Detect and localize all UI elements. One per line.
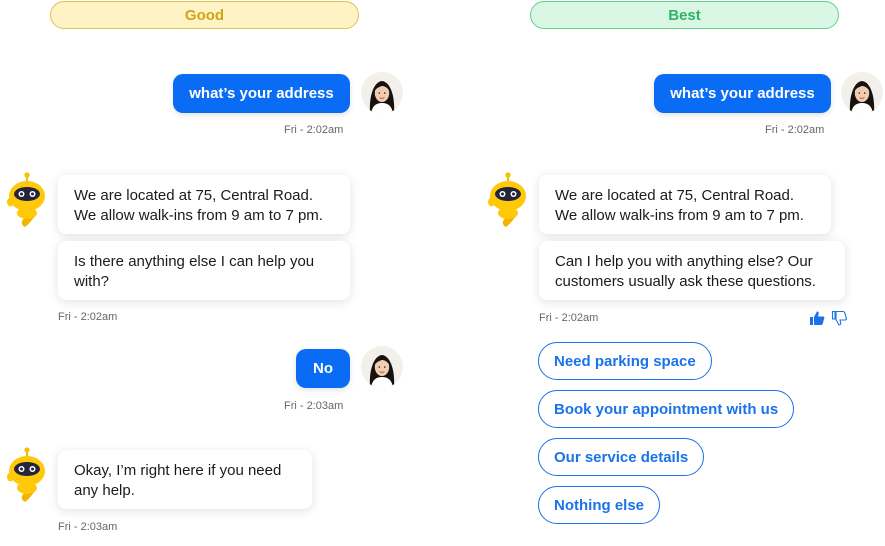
bot-avatar xyxy=(5,172,49,228)
user-avatar xyxy=(361,346,403,388)
bot-avatar xyxy=(5,447,49,503)
option-nothing-else[interactable]: Nothing else xyxy=(538,486,661,524)
option-need-parking-space[interactable]: Need parking space xyxy=(538,342,712,380)
best-bot-message-1a-text: We are located at 75, Central Road. We a… xyxy=(555,187,804,224)
good-bot-message-1b: Is there anything else I can help you wi… xyxy=(58,241,350,300)
good-bot-message-2-text: Okay, I’m right here if you need any hel… xyxy=(74,462,282,499)
good-header-label: Good xyxy=(184,6,225,24)
option-label: Book your appointment with us xyxy=(554,400,779,418)
good-timestamp-1: Fri - 2:02am xyxy=(284,124,344,136)
best-timestamp-2: Fri - 2:02am xyxy=(539,312,599,324)
user-avatar xyxy=(361,72,403,114)
best-header-label: Best xyxy=(668,6,701,24)
best-bot-message-1b-text: Can I help you with anything else? Our c… xyxy=(555,253,816,290)
best-header: Best xyxy=(530,1,839,29)
good-bot-message-1a-text: We are located at 75, Central Road. We a… xyxy=(74,187,323,224)
best-user-message-1-text: what’s your address xyxy=(670,85,815,102)
option-label: Our service details xyxy=(554,448,689,466)
good-bot-message-1b-text: Is there anything else I can help you wi… xyxy=(74,253,315,290)
option-label: Need parking space xyxy=(554,352,696,370)
good-timestamp-4: Fri - 2:03am xyxy=(58,521,118,533)
good-timestamp-2: Fri - 2:02am xyxy=(58,311,118,323)
option-service-details[interactable]: Our service details xyxy=(538,438,705,476)
thumbs-down-icon[interactable] xyxy=(831,310,847,326)
option-book-appointment[interactable]: Book your appointment with us xyxy=(538,390,795,428)
good-user-message-2-text: No xyxy=(313,360,333,377)
good-user-message-2: No xyxy=(296,349,350,388)
bot-avatar xyxy=(486,172,530,228)
option-label: Nothing else xyxy=(554,496,645,514)
good-bot-message-1a: We are located at 75, Central Road. We a… xyxy=(58,175,350,234)
best-user-message-1: what’s your address xyxy=(654,74,831,113)
thumbs-up-icon[interactable] xyxy=(809,310,825,326)
best-bot-message-1a: We are located at 75, Central Road. We a… xyxy=(539,175,831,234)
good-user-message-1-text: what’s your address xyxy=(189,85,334,102)
good-bot-message-2: Okay, I’m right here if you need any hel… xyxy=(58,450,312,509)
best-bot-message-1b: Can I help you with anything else? Our c… xyxy=(539,241,845,300)
good-header: Good xyxy=(50,1,359,29)
user-avatar xyxy=(841,72,883,114)
best-timestamp-1: Fri - 2:02am xyxy=(765,124,825,136)
good-timestamp-3: Fri - 2:03am xyxy=(284,400,344,412)
good-user-message-1: what’s your address xyxy=(173,74,350,113)
